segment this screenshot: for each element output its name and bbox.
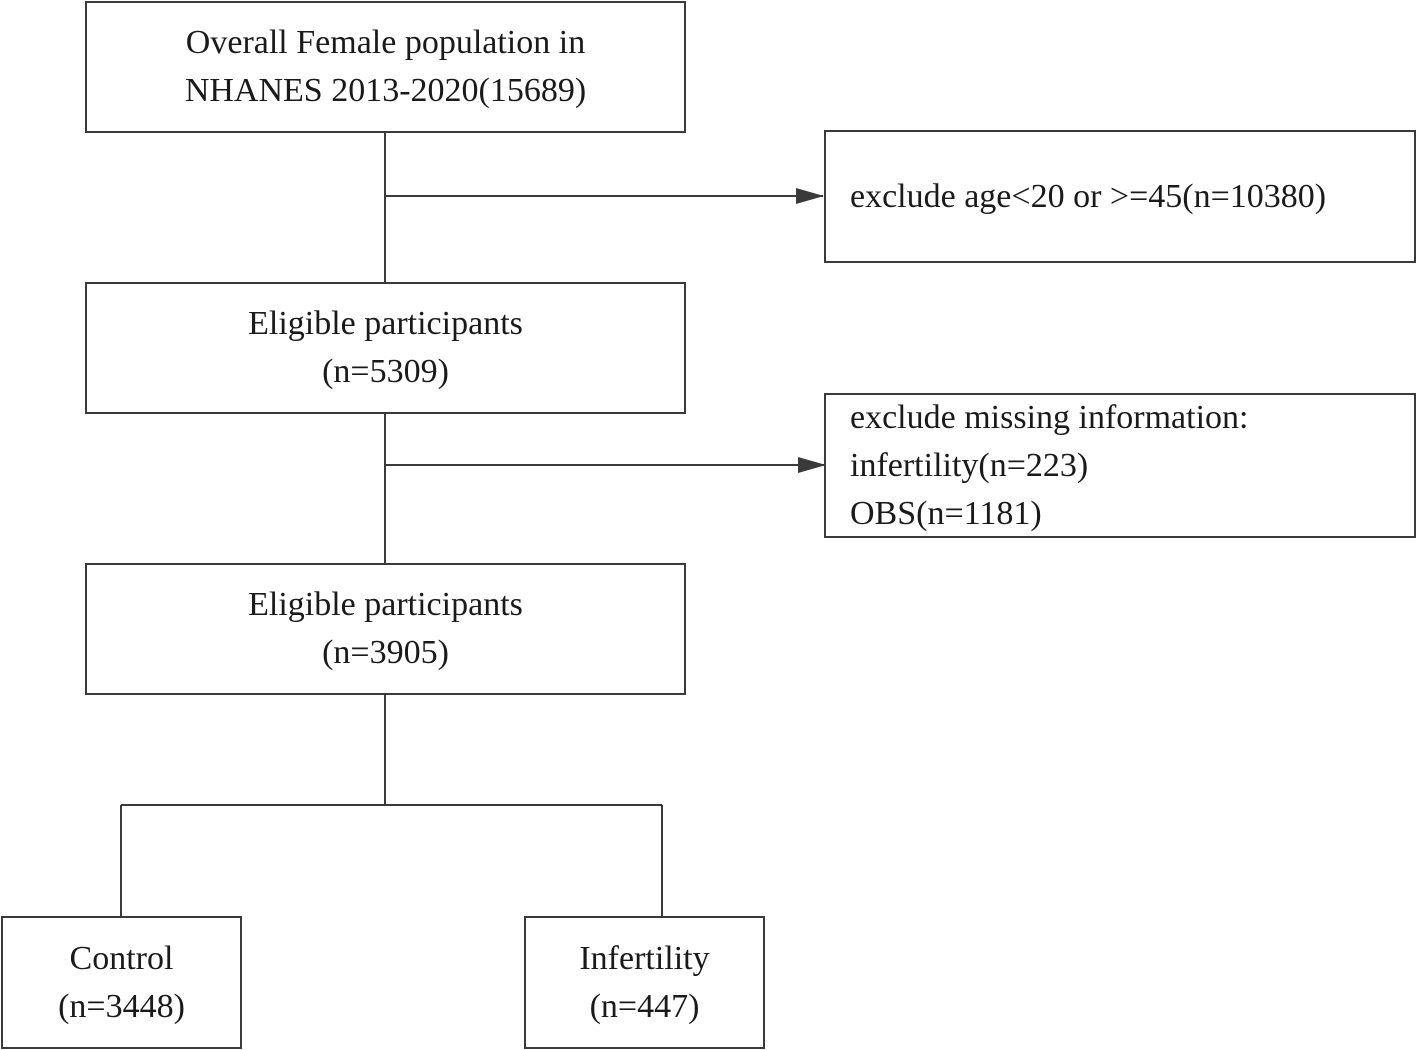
node-text: Infertility [579, 939, 710, 977]
node-eligible-participants-2: Eligible participants (n=3905) [85, 563, 686, 695]
node-text: (n=3905) [322, 634, 449, 671]
node-text: (n=5309) [322, 353, 449, 390]
node-control: Control (n=3448) [1, 916, 242, 1049]
node-text: exclude age<20 or >=45(n=10380) [850, 177, 1327, 215]
node-exclude-age: exclude age<20 or >=45(n=10380) [824, 130, 1416, 263]
node-eligible-participants-1: Eligible participants (n=5309) [85, 282, 686, 414]
node-text: (n=447) [589, 987, 700, 1025]
node-text: Eligible participants [248, 586, 523, 623]
node-text: OBS(n=1181) [850, 494, 1042, 532]
node-exclude-missing-info: exclude missing information: infertility… [824, 393, 1416, 538]
node-text: Overall Female population in [185, 24, 586, 61]
node-text: Control [69, 939, 174, 977]
node-overall-population: Overall Female population in NHANES 2013… [85, 1, 686, 133]
node-text: infertility(n=223) [850, 446, 1089, 484]
node-text: exclude missing information: [850, 398, 1249, 436]
node-infertility: Infertility (n=447) [524, 916, 765, 1049]
node-text: (n=3448) [58, 987, 185, 1025]
node-text: NHANES 2013-2020(15689) [184, 72, 587, 109]
node-text: Eligible participants [248, 305, 523, 342]
